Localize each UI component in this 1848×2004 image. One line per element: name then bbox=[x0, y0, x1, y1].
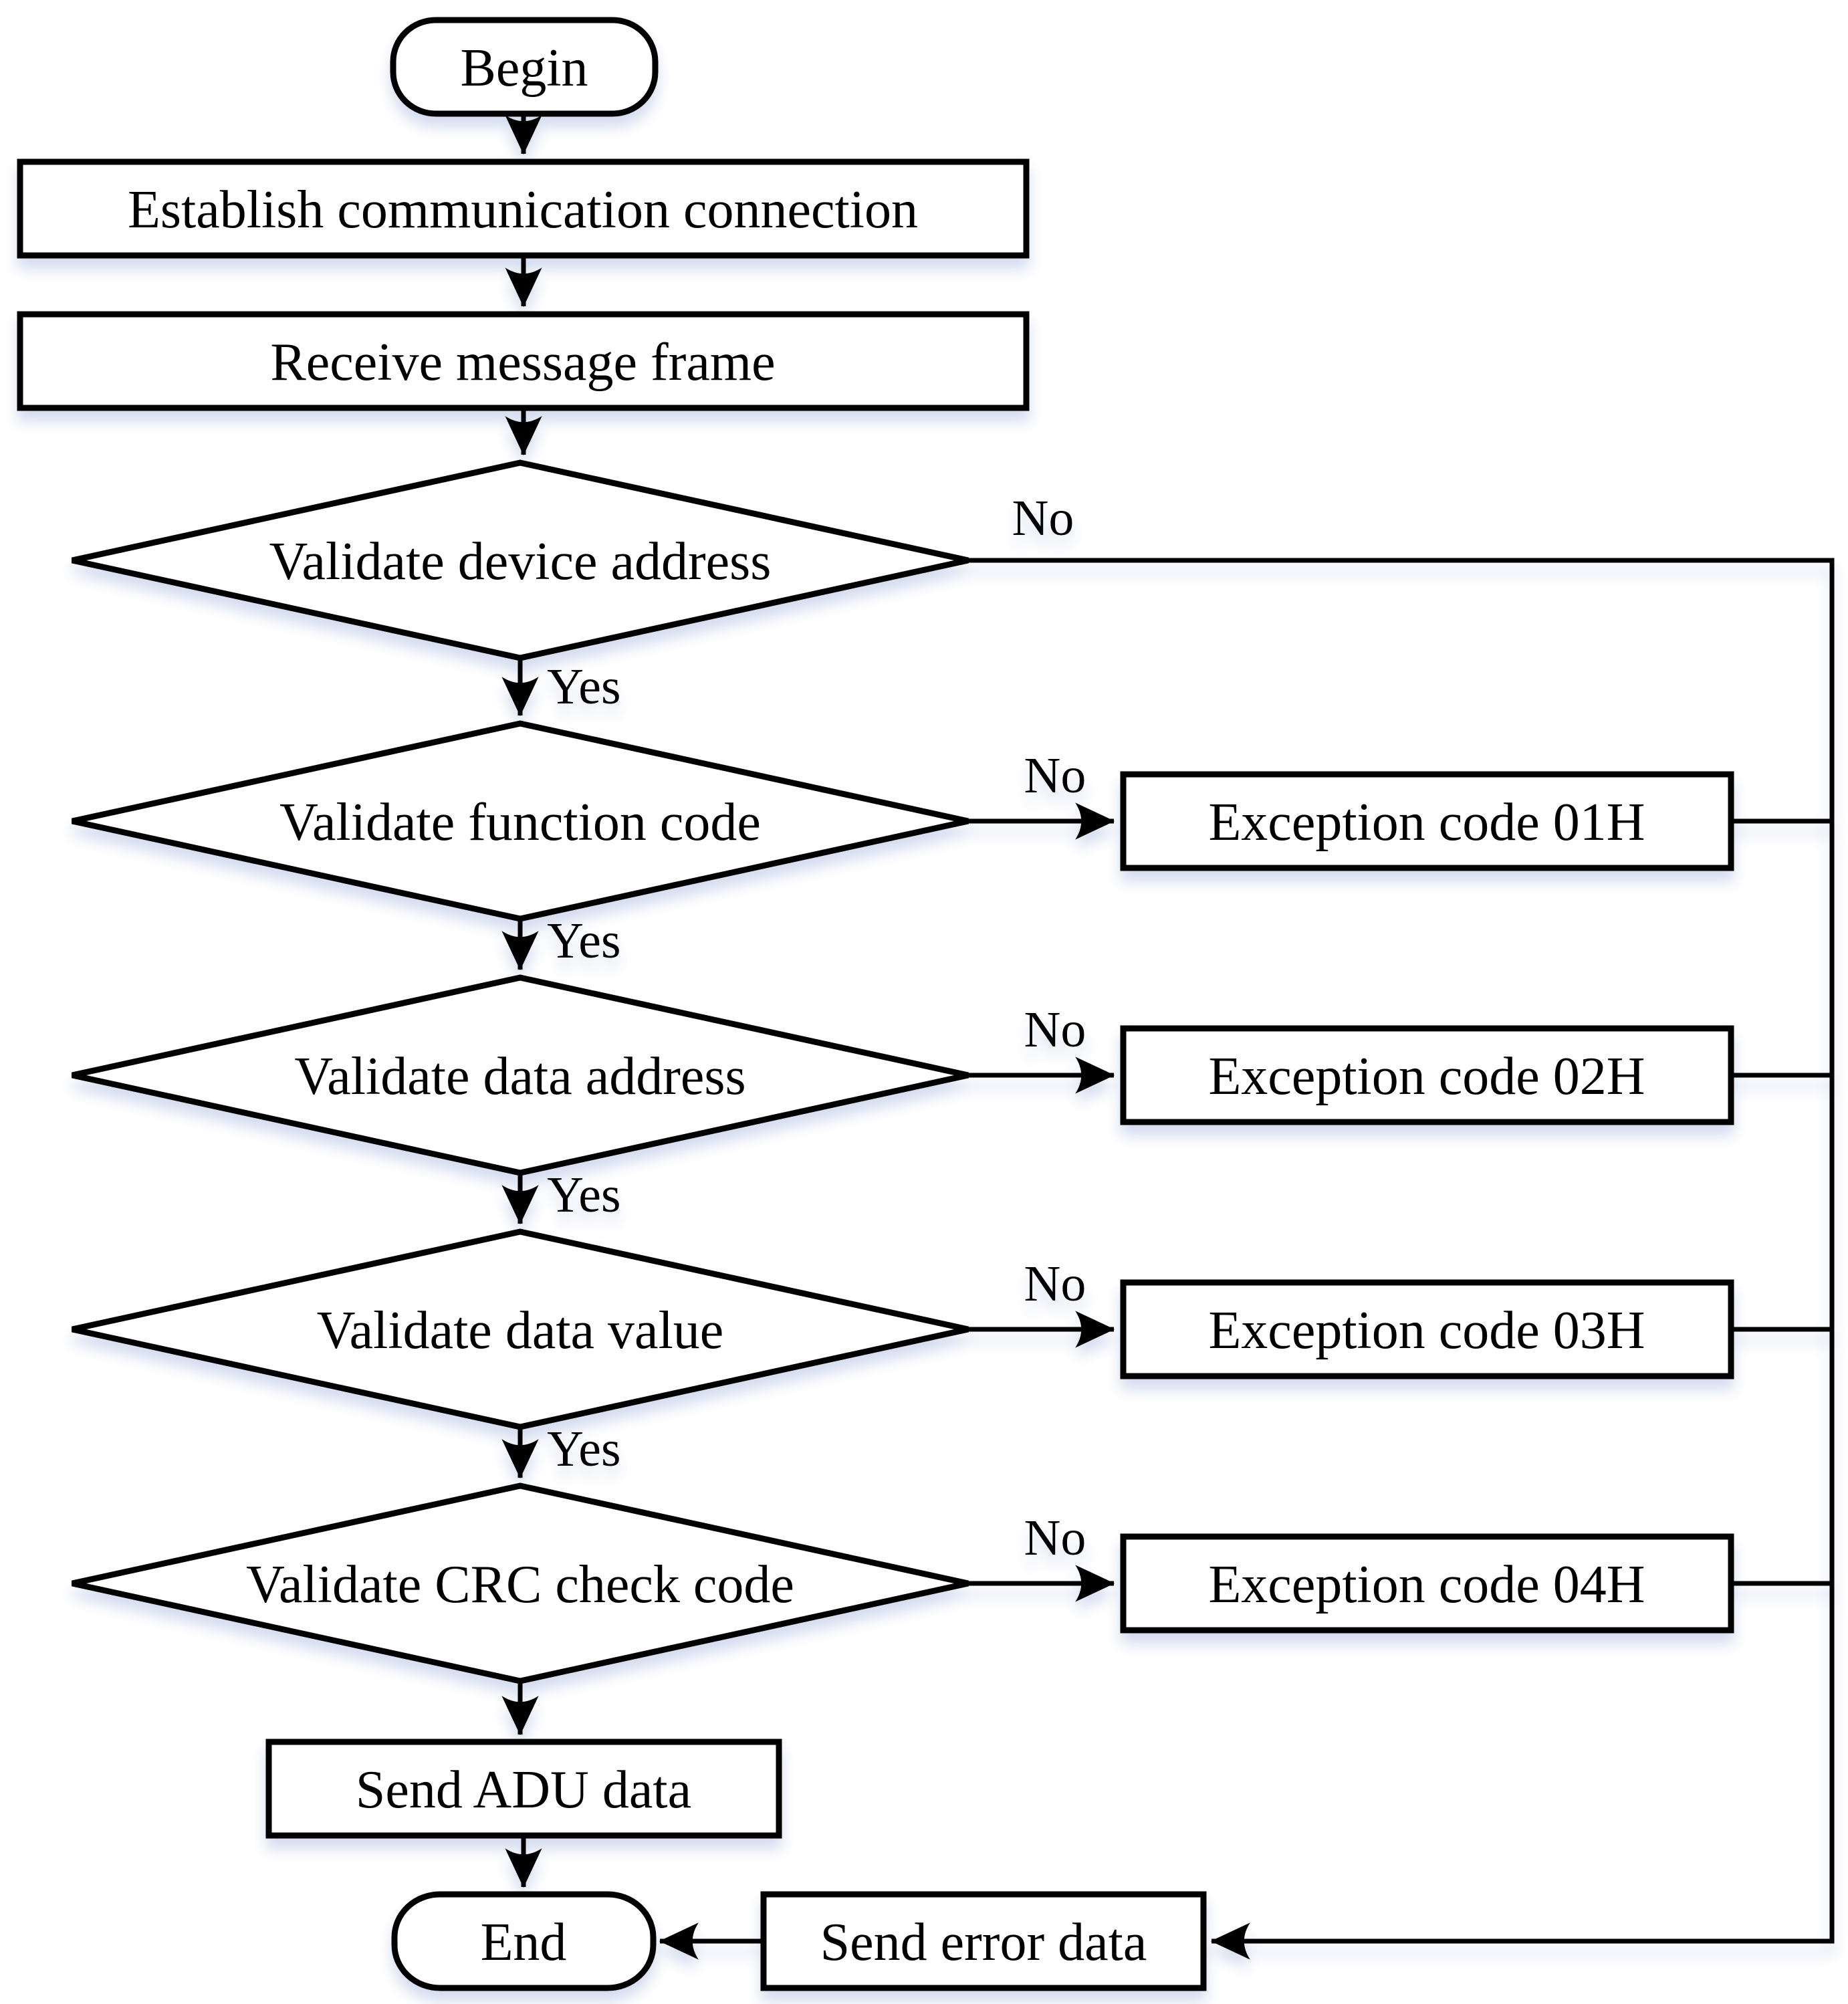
receive-process-shape bbox=[17, 311, 1030, 411]
edge-labels: No No No No No Yes Yes Yes Yes bbox=[547, 490, 1086, 1566]
begin-terminator-shape bbox=[390, 17, 659, 117]
node-exception-code-04h: Exception code 04H bbox=[1120, 1533, 1734, 1634]
node-begin: Begin bbox=[390, 17, 659, 117]
no-label-device: No bbox=[1012, 490, 1074, 546]
exception-04h-label: Exception code 04H bbox=[1208, 1555, 1645, 1614]
yes-label-datavalue: Yes bbox=[547, 1421, 621, 1477]
node-validate-data-address: Validate data address bbox=[72, 974, 969, 1176]
yes-label-device: Yes bbox=[547, 659, 621, 715]
node-exception-code-01h: Exception code 01H bbox=[1120, 771, 1734, 871]
begin-label: Begin bbox=[460, 39, 588, 98]
validate-crc-check-code-diamond bbox=[72, 1482, 969, 1684]
node-end: End bbox=[391, 1891, 657, 1991]
send-adu-data-label: Send ADU data bbox=[356, 1761, 691, 1819]
exception-02h-label: Exception code 02H bbox=[1208, 1047, 1645, 1106]
validate-device-address-diamond bbox=[72, 459, 969, 661]
validate-data-address-diamond bbox=[72, 974, 969, 1176]
exception-03h-process-shape bbox=[1120, 1279, 1734, 1379]
validate-crc-check-code-label: Validate CRC check code bbox=[246, 1555, 794, 1614]
node-receive-message-frame: Receive message frame bbox=[17, 311, 1030, 411]
node-exception-code-03h: Exception code 03H bbox=[1120, 1279, 1734, 1379]
exception-01h-label: Exception code 01H bbox=[1208, 793, 1645, 852]
validate-function-code-label: Validate function code bbox=[279, 793, 761, 852]
validate-device-address-label: Validate device address bbox=[269, 532, 772, 591]
edges bbox=[501, 115, 1835, 1960]
send-adu-data-process-shape bbox=[265, 1739, 782, 1839]
yes-label-dataaddr: Yes bbox=[547, 1167, 621, 1223]
node-validate-crc-check-code: Validate CRC check code bbox=[72, 1482, 969, 1684]
no-label-function: No bbox=[1024, 748, 1086, 804]
establish-process-shape bbox=[17, 158, 1030, 259]
send-error-data-label: Send error data bbox=[820, 1913, 1147, 1972]
send-error-data-process-shape bbox=[760, 1891, 1207, 1991]
no-label-crc: No bbox=[1024, 1510, 1086, 1566]
node-send-adu-data: Send ADU data bbox=[265, 1739, 782, 1839]
node-send-error-data: Send error data bbox=[760, 1891, 1207, 1991]
validate-data-value-diamond bbox=[72, 1228, 969, 1430]
no-label-dataaddr: No bbox=[1024, 1002, 1086, 1058]
validate-data-value-label: Validate data value bbox=[317, 1301, 724, 1360]
node-validate-function-code: Validate function code bbox=[72, 720, 969, 922]
node-validate-device-address: Validate device address bbox=[72, 459, 969, 661]
end-label: End bbox=[481, 1913, 567, 1972]
yes-label-function: Yes bbox=[547, 913, 621, 969]
no-label-datavalue: No bbox=[1024, 1256, 1086, 1312]
exception-04h-process-shape bbox=[1120, 1533, 1734, 1634]
end-terminator-shape bbox=[391, 1891, 657, 1991]
node-exception-code-02h: Exception code 02H bbox=[1120, 1025, 1734, 1125]
validate-data-address-label: Validate data address bbox=[294, 1047, 745, 1106]
exception-02h-process-shape bbox=[1120, 1025, 1734, 1125]
node-validate-data-value: Validate data value bbox=[72, 1228, 969, 1430]
edge-no-device-to-send-error bbox=[968, 558, 1835, 1960]
receive-label: Receive message frame bbox=[270, 333, 775, 392]
validate-function-code-diamond bbox=[72, 720, 969, 922]
establish-label: Establish communication connection bbox=[128, 181, 918, 239]
node-establish-communication: Establish communication connection bbox=[17, 158, 1030, 259]
exception-01h-process-shape bbox=[1120, 771, 1734, 871]
exception-03h-label: Exception code 03H bbox=[1208, 1301, 1645, 1360]
